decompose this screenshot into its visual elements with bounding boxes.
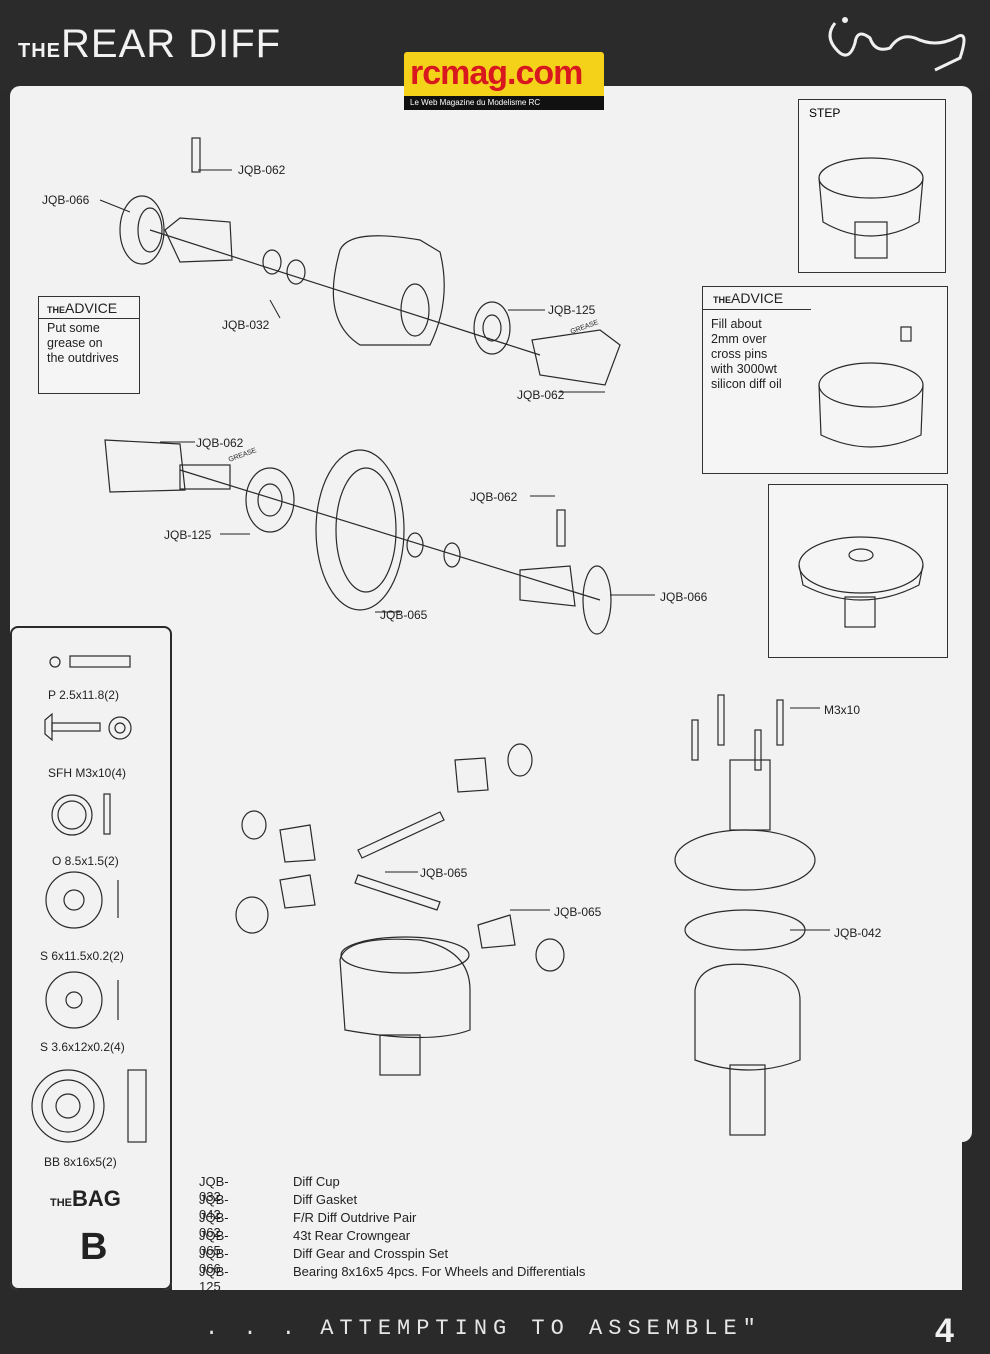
screw-head-icon bbox=[44, 712, 53, 742]
shim-large-icon bbox=[45, 871, 103, 929]
bearing-icon bbox=[31, 1069, 105, 1143]
advice-left-heading: THEADVICE bbox=[47, 300, 118, 316]
callout-jqb-065-pins: JQB-065 bbox=[420, 866, 468, 880]
advice-box-left: THEADVICE Put some grease on the outdriv… bbox=[38, 296, 140, 394]
callout-jqb-125-mid: JQB-125 bbox=[164, 528, 212, 542]
callout-jqb-062-mid: JQB-062 bbox=[196, 436, 244, 450]
advice-right-heading: THEADVICE bbox=[713, 290, 784, 306]
advice-left-text: Put some grease on the outdrives bbox=[47, 321, 119, 365]
bag-item-pin: P 2.5x11.8(2) bbox=[48, 688, 119, 702]
diff-gear-part bbox=[119, 195, 165, 265]
advice-right-text: Fill about 2mm over cross pins with 3000… bbox=[711, 317, 782, 391]
footer-tagline: . . . ATTEMPTING TO ASSEMBLE" bbox=[205, 1316, 762, 1341]
title-main: REAR DIFF bbox=[61, 22, 282, 66]
watermark-site: rcmag.com bbox=[410, 54, 583, 92]
diff-cup-part bbox=[332, 235, 445, 346]
callout-jqb-042: JQB-042 bbox=[834, 926, 882, 940]
callout-jqb-065-mid: JQB-065 bbox=[380, 608, 428, 622]
pin-icon bbox=[69, 655, 131, 668]
diff-cup-step-icon bbox=[818, 157, 924, 259]
advice-box-right: THEADVICE Fill about 2mm over cross pins… bbox=[702, 286, 948, 474]
o-ring-icon bbox=[51, 794, 93, 836]
diff-gear-part-2 bbox=[582, 565, 612, 635]
callout-jqb-065-gear: JQB-065 bbox=[554, 905, 602, 919]
step-label: STEP bbox=[809, 106, 841, 120]
bag-item-oring: O 8.5x1.5(2) bbox=[52, 854, 119, 868]
callout-jqb-032: JQB-032 bbox=[222, 318, 270, 332]
outdrive-part bbox=[164, 217, 233, 263]
bearing-part-2 bbox=[245, 467, 295, 533]
rcmag-watermark: rcmag.com Le Web Magazine du Modelisme R… bbox=[404, 52, 604, 110]
callout-jqb-062-pin: JQB-062 bbox=[470, 490, 518, 504]
callout-jqb-125-top: JQB-125 bbox=[548, 303, 596, 317]
crowngear-inset bbox=[768, 484, 948, 658]
bag-item-bearing: BB 8x16x5(2) bbox=[44, 1155, 117, 1169]
pin-end-icon bbox=[49, 656, 61, 668]
page-number: 4 bbox=[935, 1312, 954, 1350]
watermark-tagline: Le Web Magazine du Modelisme RC bbox=[404, 96, 604, 110]
brand-logo-icon bbox=[828, 17, 966, 72]
callout-jqb-066-mid: JQB-066 bbox=[660, 590, 708, 604]
callout-jqb-062-top: JQB-062 bbox=[238, 163, 286, 177]
bag-item-shim-small: S 3.6x12x0.2(4) bbox=[40, 1040, 125, 1054]
shim-small-icon bbox=[45, 971, 103, 1029]
outdrive-part-2 bbox=[104, 439, 186, 493]
bottom-frame bbox=[0, 1290, 990, 1354]
callout-jqb-062-right: JQB-062 bbox=[517, 388, 565, 402]
diff-cup-lower-part bbox=[339, 938, 471, 1039]
screw-icon bbox=[51, 722, 101, 732]
bag-heading: THEBAG bbox=[50, 1186, 121, 1211]
bag-item-shim-large: S 6x11.5x0.2(2) bbox=[40, 949, 124, 963]
bag-item-screw: SFH M3x10(4) bbox=[48, 766, 127, 780]
oil-fill-icon bbox=[818, 326, 924, 448]
bag-panel bbox=[10, 626, 172, 1290]
crowngear-right-part bbox=[674, 829, 816, 891]
title-prefix: THE bbox=[18, 40, 61, 62]
crowngear-part bbox=[315, 449, 405, 611]
bag-letter: B bbox=[80, 1226, 108, 1268]
pin-part bbox=[191, 137, 201, 173]
bearing-part bbox=[473, 301, 511, 355]
callout-jqb-066-top: JQB-066 bbox=[42, 193, 90, 207]
crowngear-inset-icon bbox=[798, 536, 924, 628]
step-inset: STEP bbox=[798, 99, 946, 273]
page-title: THEREAR DIFF bbox=[18, 22, 281, 67]
bag-panel-border bbox=[10, 626, 172, 1290]
callout-m3x10: M3x10 bbox=[824, 703, 861, 717]
